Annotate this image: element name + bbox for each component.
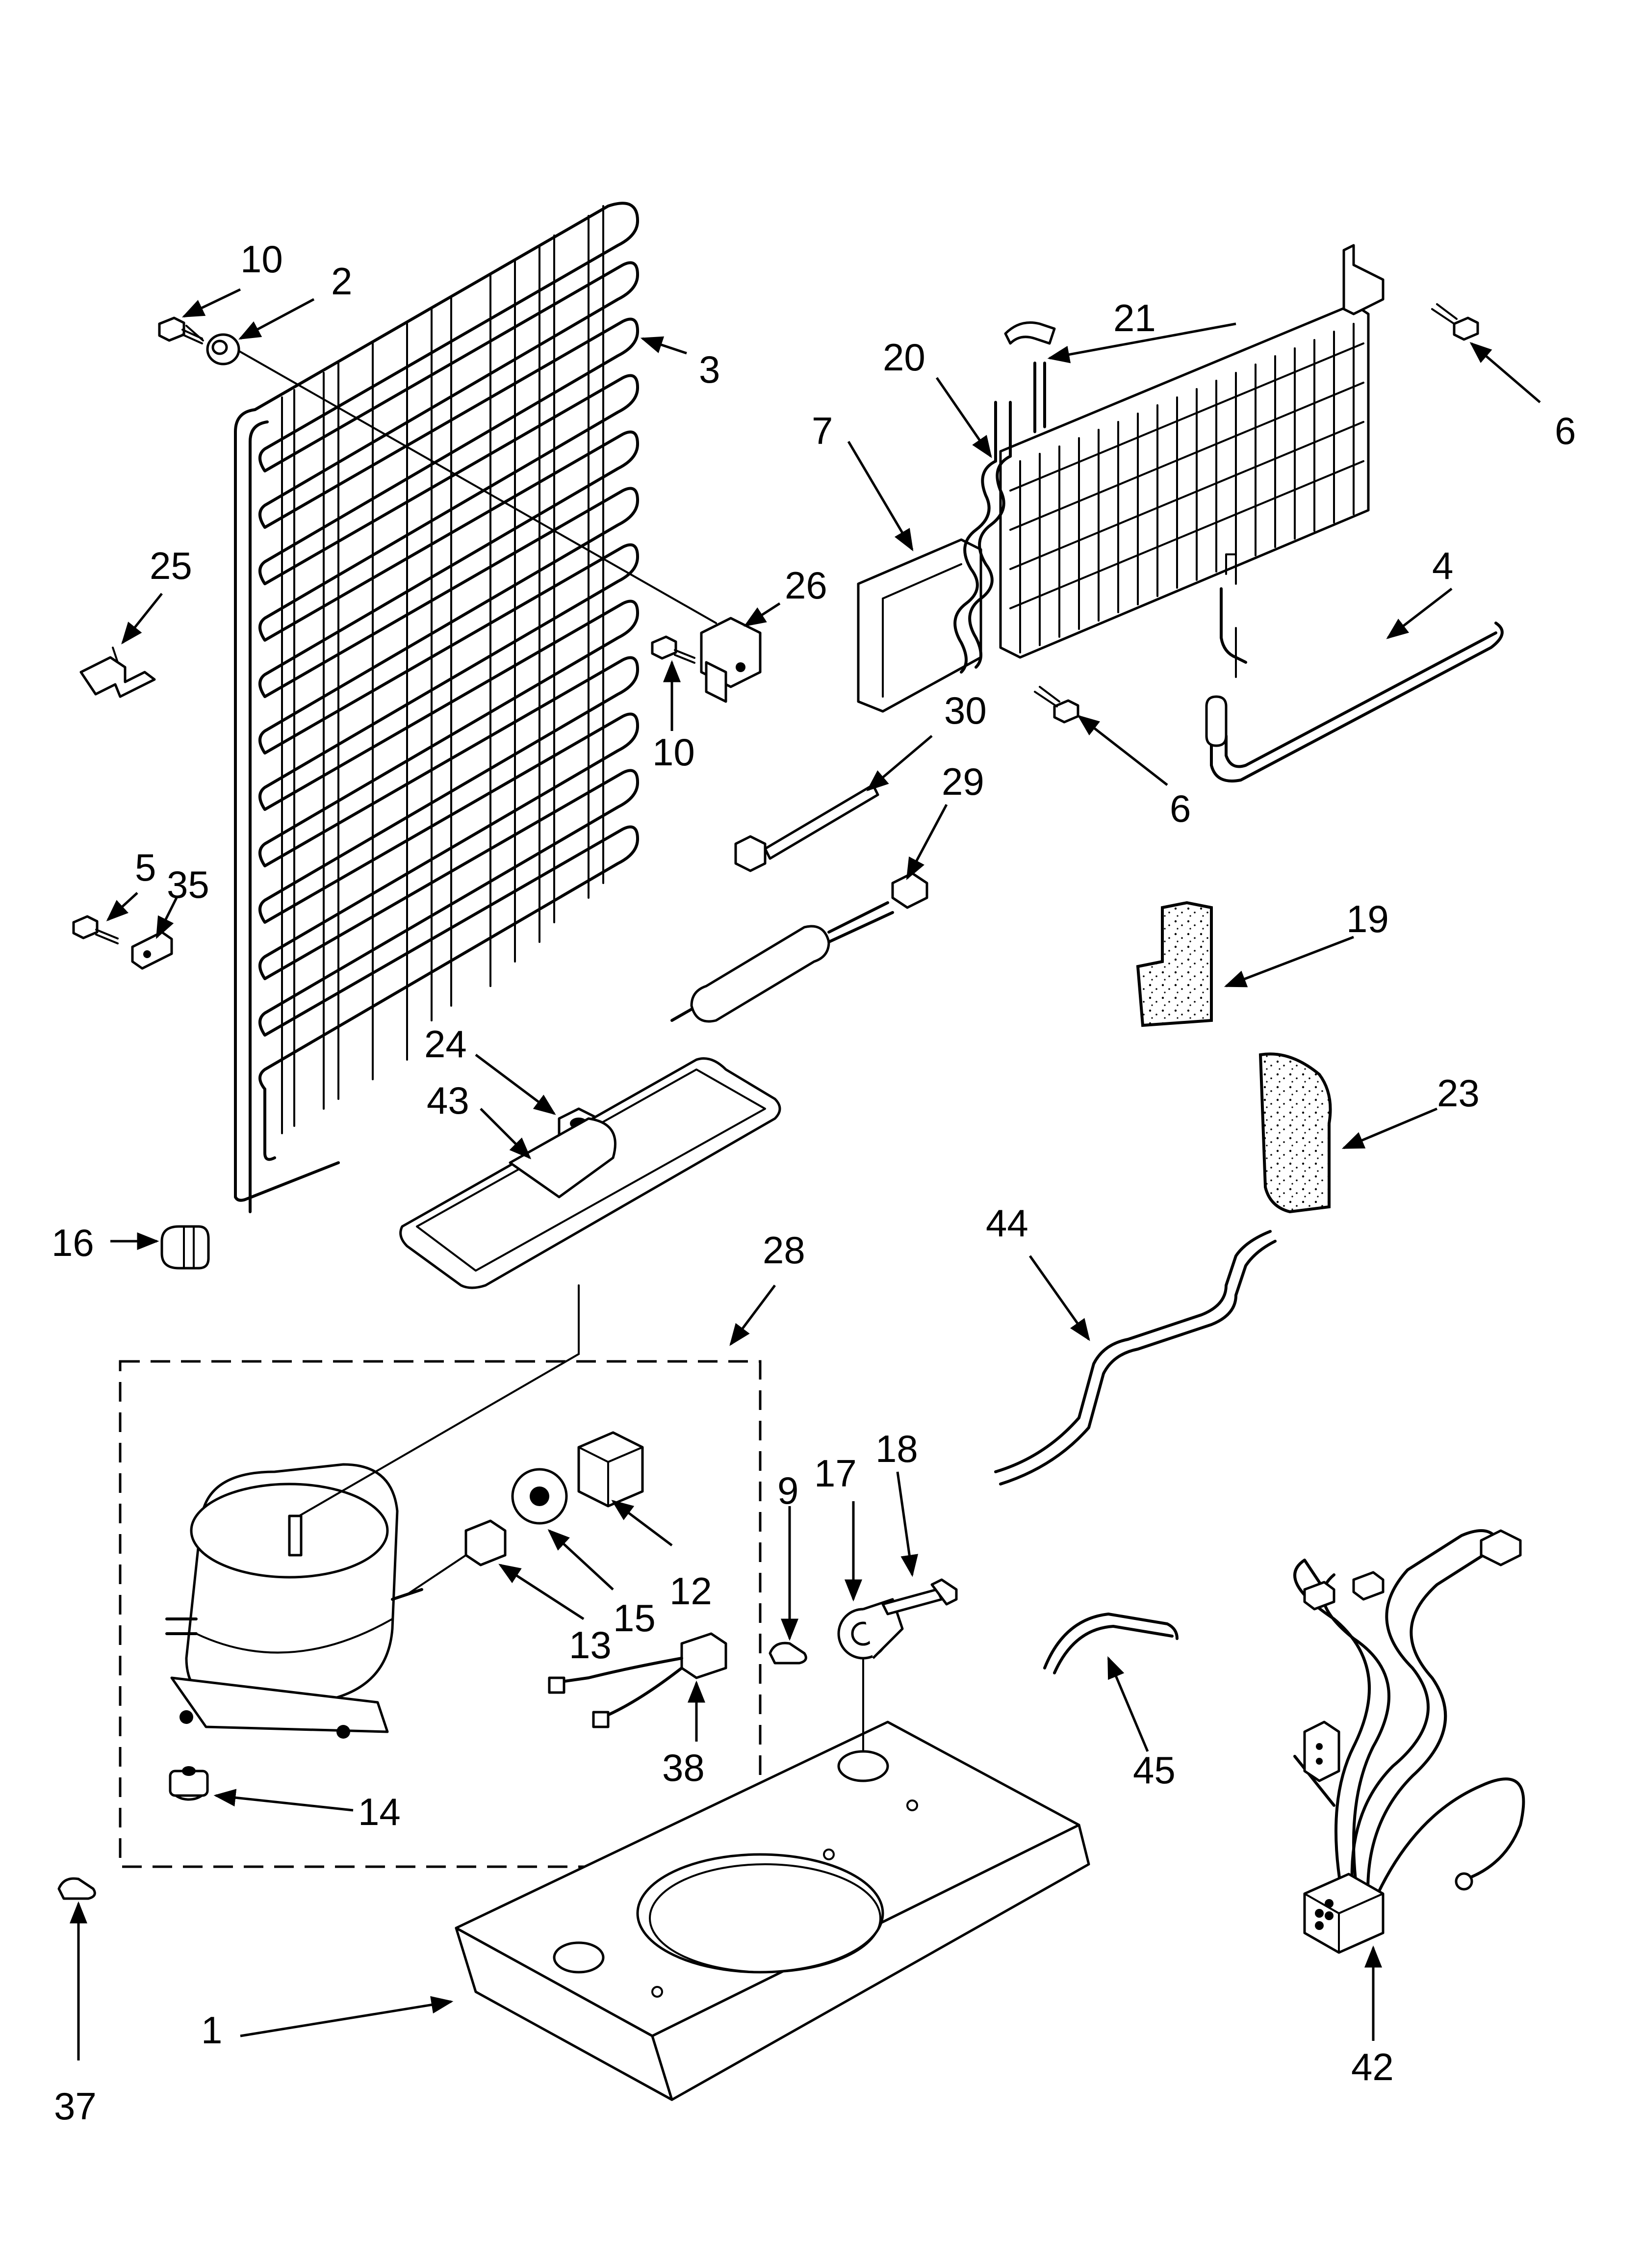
callout-16: 16 — [51, 1221, 94, 1264]
bracket-30 — [734, 783, 879, 872]
callout-6a: 6 — [1555, 409, 1576, 452]
condenser-coil — [225, 202, 717, 1213]
harness-38 — [548, 1632, 727, 1728]
screw-5 — [72, 915, 119, 944]
cover-12 — [577, 1431, 644, 1508]
callout-labels: 1 2 3 4 5 6 6 7 9 10 10 12 13 14 15 16 1… — [51, 237, 1576, 2128]
bracket-25 — [79, 647, 156, 698]
screw-10-top — [158, 316, 204, 344]
callout-38: 38 — [662, 1746, 705, 1789]
callout-17: 17 — [814, 1452, 857, 1495]
leader-lines — [70, 288, 1541, 2060]
callout-6b: 6 — [1170, 787, 1191, 830]
screw-18 — [881, 1578, 958, 1616]
callout-44: 44 — [986, 1201, 1028, 1245]
callout-1: 1 — [201, 2008, 222, 2052]
harness-42 — [1293, 1529, 1525, 1954]
callout-18: 18 — [875, 1427, 918, 1470]
base-pan-1 — [455, 1657, 1090, 2101]
callout-26: 26 — [785, 564, 827, 607]
tube-44 — [994, 1230, 1277, 1486]
screw-6-top — [1431, 303, 1479, 341]
callout-24: 24 — [424, 1022, 467, 1066]
callout-42: 42 — [1351, 2045, 1394, 2088]
evaporator — [857, 244, 1385, 713]
insulation-19 — [1136, 901, 1213, 1027]
callout-15: 15 — [613, 1596, 656, 1640]
grommet-2 — [206, 333, 240, 365]
relay-15 — [511, 1468, 568, 1525]
clip-9 — [769, 1642, 807, 1665]
callout-35: 35 — [167, 863, 209, 906]
callout-29: 29 — [942, 760, 984, 803]
callout-28: 28 — [763, 1228, 805, 1272]
clip-35 — [131, 931, 173, 970]
insulation-23 — [1258, 1052, 1332, 1214]
callout-37: 37 — [54, 2085, 97, 2128]
callout-10b: 10 — [652, 730, 695, 774]
roller-17 — [837, 1598, 904, 1660]
drain-pan-43 — [399, 1057, 781, 1289]
callout-14: 14 — [358, 1790, 401, 1833]
callout-9: 9 — [777, 1469, 798, 1512]
callout-25: 25 — [150, 544, 192, 587]
compressor-kit-box-28 — [119, 1360, 762, 1868]
compressor — [165, 1284, 580, 1739]
grommet-14 — [169, 1766, 209, 1801]
callout-7: 7 — [812, 409, 833, 452]
tube-45 — [1043, 1613, 1179, 1674]
callout-13: 13 — [569, 1623, 612, 1667]
callout-21: 21 — [1113, 296, 1156, 339]
callout-43: 43 — [427, 1079, 469, 1122]
callout-19: 19 — [1346, 897, 1389, 940]
bracket-26 — [700, 617, 762, 703]
callout-4: 4 — [1432, 544, 1453, 587]
overload-13 — [406, 1519, 507, 1595]
screw-10-mid — [651, 635, 695, 664]
clip-21 — [1004, 321, 1056, 345]
callout-2: 2 — [331, 260, 352, 303]
clip-37 — [57, 1877, 96, 1900]
defrost-heater-4 — [1205, 553, 1504, 782]
screw-6-mid — [1034, 686, 1079, 724]
callout-3: 3 — [699, 348, 720, 391]
callout-12: 12 — [669, 1569, 712, 1613]
callout-20: 20 — [883, 336, 925, 379]
callout-23: 23 — [1437, 1071, 1480, 1115]
callout-5: 5 — [135, 846, 156, 889]
callout-30: 30 — [944, 689, 987, 732]
filter-drier-29 — [670, 872, 928, 1023]
callout-10a: 10 — [240, 237, 283, 281]
clamp-16 — [160, 1225, 210, 1270]
callout-45: 45 — [1133, 1748, 1176, 1792]
